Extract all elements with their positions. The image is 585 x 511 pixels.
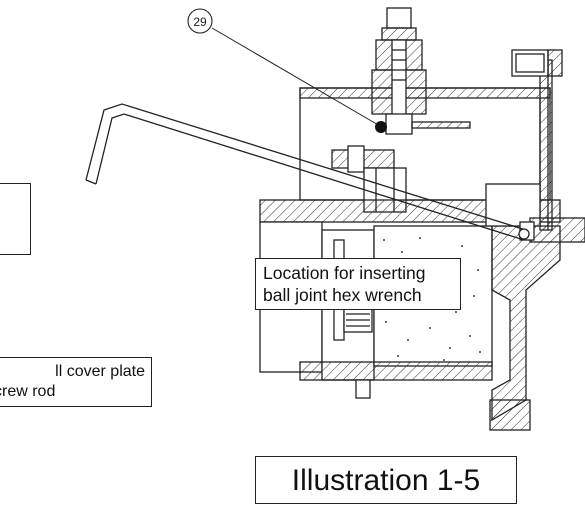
right-side-nut [511, 49, 563, 77]
part-number-bubble [187, 8, 213, 34]
cover-callout-line-2: crew rod [0, 383, 56, 400]
wrench-callout-line-1: Location for inserting [263, 263, 426, 283]
illustration-label: Illustration 1-5 [255, 456, 517, 504]
cropped-callout-box [0, 183, 31, 255]
wrench-location-callout: Location for inserting ball joint hex wr… [255, 258, 461, 310]
part-29-leader: 29 [187, 8, 387, 133]
hex-wrench [85, 103, 530, 241]
wrench-callout-line-2: ball joint hex wrench [263, 285, 422, 305]
lower-body [259, 199, 561, 431]
part-number-text: 29 [193, 15, 207, 29]
cover-plate-callout: ll cover plate crew rod [0, 357, 152, 407]
cover-callout-line-1: ll cover plate [55, 363, 145, 380]
top-valve-assembly [371, 7, 471, 135]
